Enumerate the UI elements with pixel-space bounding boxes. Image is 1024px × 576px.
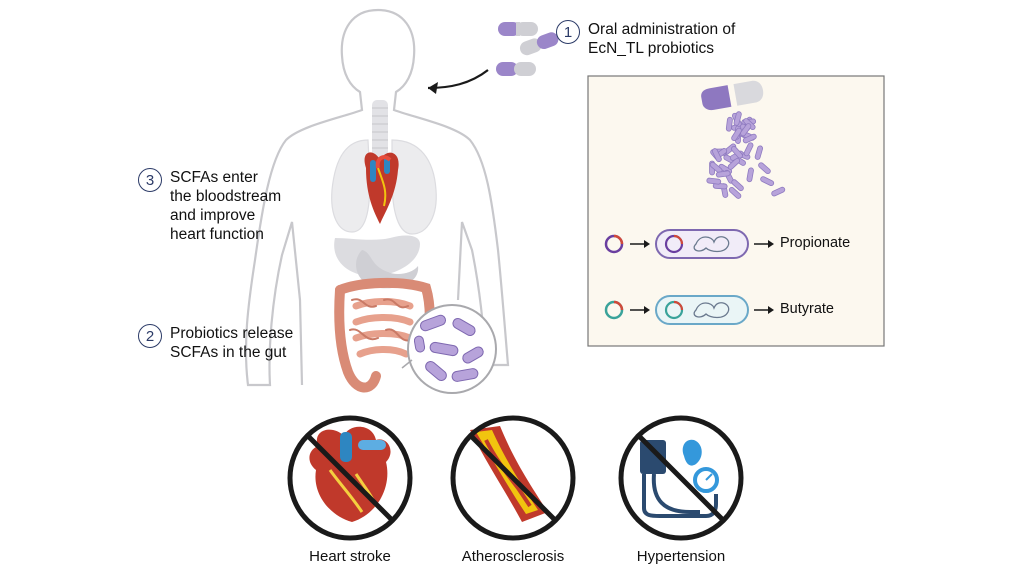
step-1-number: 1 — [556, 20, 580, 44]
open-capsule — [701, 80, 764, 111]
bacterium-rod — [746, 167, 754, 183]
capsule-1 — [498, 22, 538, 36]
bacterium-rod — [711, 148, 722, 163]
bacterium-rod — [743, 142, 754, 157]
propionate-pathway — [604, 229, 774, 259]
bacterium-rod — [758, 162, 771, 175]
disease-hypertension — [618, 415, 744, 541]
disease-atherosclerosis — [450, 415, 576, 541]
trachea — [372, 100, 388, 170]
bacterium-rod — [727, 157, 741, 170]
step-2-text: Probiotics release SCFAs in the gut — [170, 325, 294, 361]
step-2-annotation: 2 Probiotics release SCFAs in the gut — [138, 324, 293, 362]
bacterium-rod — [715, 170, 731, 178]
bacterium-rod — [771, 186, 786, 197]
bacterium-rod — [706, 177, 722, 185]
engineered-probiotic-panel — [587, 75, 885, 347]
heart-organ — [364, 152, 399, 224]
step-1-annotation: 1 Oral administration of EcN_TL probioti… — [556, 20, 735, 58]
butyrate-label: Butyrate — [780, 301, 834, 317]
step-3-text: SCFAs enter the bloodstream and improve … — [170, 169, 282, 243]
bacteria-cloud — [706, 111, 786, 199]
bacterium-rod — [733, 111, 742, 126]
capsule-2 — [519, 32, 559, 56]
bacterium-rod — [740, 123, 752, 137]
propionate-label: Propionate — [780, 235, 851, 251]
capsules-group — [496, 22, 559, 76]
capsule-3 — [496, 62, 536, 76]
step-3-number: 3 — [138, 168, 162, 192]
ingestion-arrow — [427, 69, 489, 94]
step-3-annotation: 3 SCFAs enter the bloodstream and improv… — [138, 168, 281, 244]
bacterium-rod — [760, 176, 775, 187]
bacterium-rod — [731, 179, 744, 192]
butyrate-pathway — [604, 295, 774, 325]
bacterium-rod — [754, 145, 764, 160]
bacterium-rod — [742, 133, 757, 144]
atherosclerosis-label: Atherosclerosis — [461, 548, 565, 565]
step-2-number: 2 — [138, 324, 162, 348]
lungs — [331, 139, 437, 235]
bacterium-rod — [725, 116, 733, 132]
step-1-text: Oral administration of EcN_TL probiotics — [588, 21, 736, 57]
heart-stroke-label: Heart stroke — [309, 548, 391, 565]
disease-heart-stroke — [287, 415, 413, 541]
bacterium-rod — [731, 127, 742, 142]
gut-zoom-circle — [401, 304, 497, 394]
bacterium-rod — [728, 186, 742, 199]
hypertension-label: Hypertension — [636, 548, 726, 565]
bacterium-rod — [731, 146, 743, 159]
